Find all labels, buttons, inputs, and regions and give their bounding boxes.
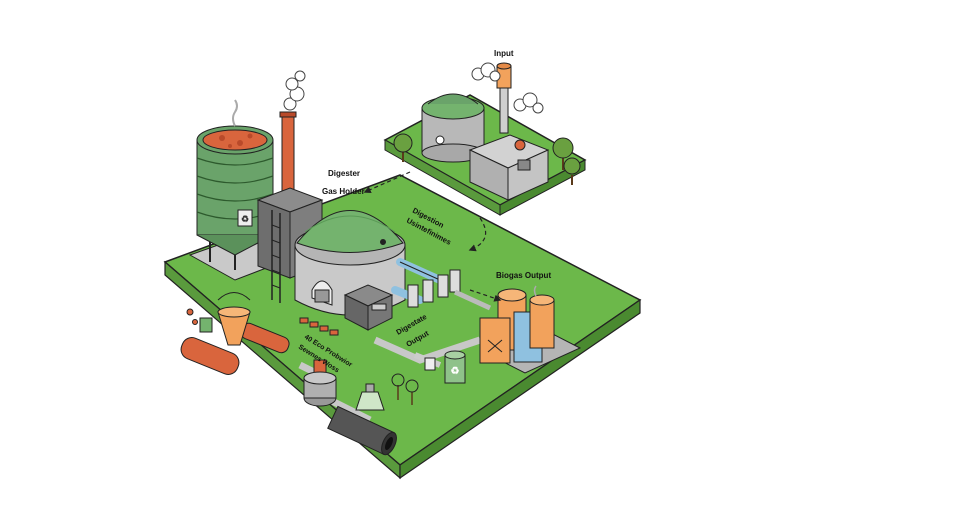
tree-icon	[391, 373, 419, 405]
label-input: Input	[494, 49, 514, 58]
biogas-output-tanks	[479, 285, 582, 374]
tree-icon	[393, 133, 581, 185]
input-processing-building	[468, 134, 550, 201]
digestate-barrel: ♻	[444, 350, 466, 384]
input-platform	[383, 62, 587, 216]
label-gas-holder: Gas Holder	[322, 187, 365, 196]
input-hopper	[496, 62, 512, 134]
label-biogas-output: Biogas Output	[496, 271, 551, 280]
smoke-icon	[471, 62, 544, 114]
dome-digester	[294, 210, 406, 316]
svg-text:♻: ♻	[451, 366, 460, 377]
chimney	[279, 70, 306, 201]
arrow-icon	[363, 171, 502, 302]
smoke-icon	[283, 70, 306, 111]
control-box	[343, 284, 394, 331]
digestate-valves	[413, 352, 442, 371]
small-digester-tank	[421, 93, 485, 163]
brick-row	[299, 317, 339, 336]
svg-text:♻: ♻	[241, 214, 249, 224]
label-digester: Digester	[328, 169, 360, 178]
rust-equipment	[180, 292, 397, 456]
